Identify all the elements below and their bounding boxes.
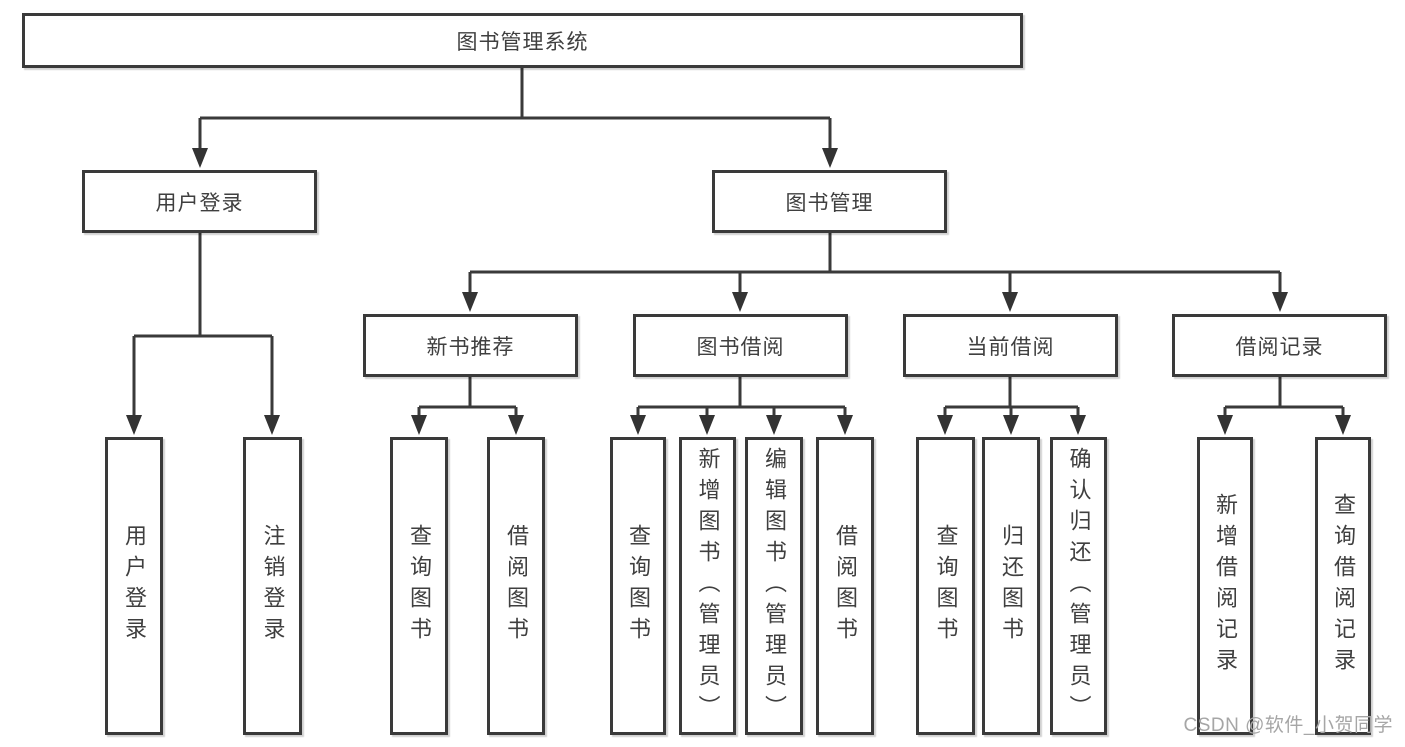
- leaf-borrow-books-recommend: 借阅图书: [487, 437, 545, 735]
- node-root: 图书管理系统: [22, 13, 1023, 68]
- leaf-edit-book-admin: 编辑图书（管理员）: [745, 437, 803, 735]
- node-new-book-recommend: 新书推荐: [363, 314, 578, 377]
- leaf-query-books-borrow-label: 查询图书: [626, 524, 651, 648]
- leaf-add-book-admin: 新增图书（管理员）: [679, 437, 736, 735]
- leaf-query-books-borrow: 查询图书: [610, 437, 666, 735]
- leaf-confirm-return-admin-label: 确认归还（管理员）: [1066, 446, 1092, 726]
- leaf-query-borrow-record: 查询借阅记录: [1315, 437, 1371, 735]
- node-user-login-label: 用户登录: [155, 191, 244, 215]
- node-borrow-records: 借阅记录: [1172, 314, 1387, 377]
- leaf-add-borrow-record-label: 新增借阅记录: [1213, 493, 1238, 679]
- leaf-query-borrow-record-label: 查询借阅记录: [1331, 493, 1356, 679]
- leaf-query-books-recommend: 查询图书: [390, 437, 448, 735]
- leaf-return-book-label: 归还图书: [999, 524, 1024, 648]
- leaf-edit-book-admin-label: 编辑图书（管理员）: [762, 446, 787, 726]
- node-book-management: 图书管理: [712, 170, 947, 233]
- node-current-borrow: 当前借阅: [903, 314, 1118, 377]
- leaf-logout-label: 注销登录: [260, 524, 286, 648]
- node-borrow-records-label: 借阅记录: [1235, 335, 1324, 359]
- leaf-borrow-books: 借阅图书: [816, 437, 874, 735]
- leaf-return-book: 归还图书: [982, 437, 1040, 735]
- node-book-borrow-label: 图书借阅: [696, 335, 785, 359]
- leaf-user-login-label: 用户登录: [122, 524, 147, 648]
- leaf-add-book-admin-label: 新增图书（管理员）: [695, 446, 721, 726]
- leaf-query-books-current-label: 查询图书: [933, 524, 959, 648]
- leaf-borrow-books-label: 借阅图书: [833, 524, 858, 648]
- node-new-book-recommend-label: 新书推荐: [426, 335, 515, 359]
- node-user-login: 用户登录: [82, 170, 317, 233]
- leaf-logout: 注销登录: [243, 437, 302, 735]
- leaf-add-borrow-record: 新增借阅记录: [1197, 437, 1253, 735]
- leaf-query-books-recommend-label: 查询图书: [407, 524, 432, 648]
- leaf-borrow-books-recommend-label: 借阅图书: [504, 524, 529, 648]
- leaf-user-login: 用户登录: [105, 437, 163, 735]
- node-book-management-label: 图书管理: [785, 191, 874, 215]
- node-current-borrow-label: 当前借阅: [966, 335, 1055, 359]
- node-root-label: 图书管理系统: [456, 30, 589, 54]
- leaf-confirm-return-admin: 确认归还（管理员）: [1050, 437, 1107, 735]
- leaf-query-books-current: 查询图书: [916, 437, 975, 735]
- csdn-watermark: CSDN @软件_小贺同学: [1183, 715, 1393, 736]
- node-book-borrow: 图书借阅: [633, 314, 848, 377]
